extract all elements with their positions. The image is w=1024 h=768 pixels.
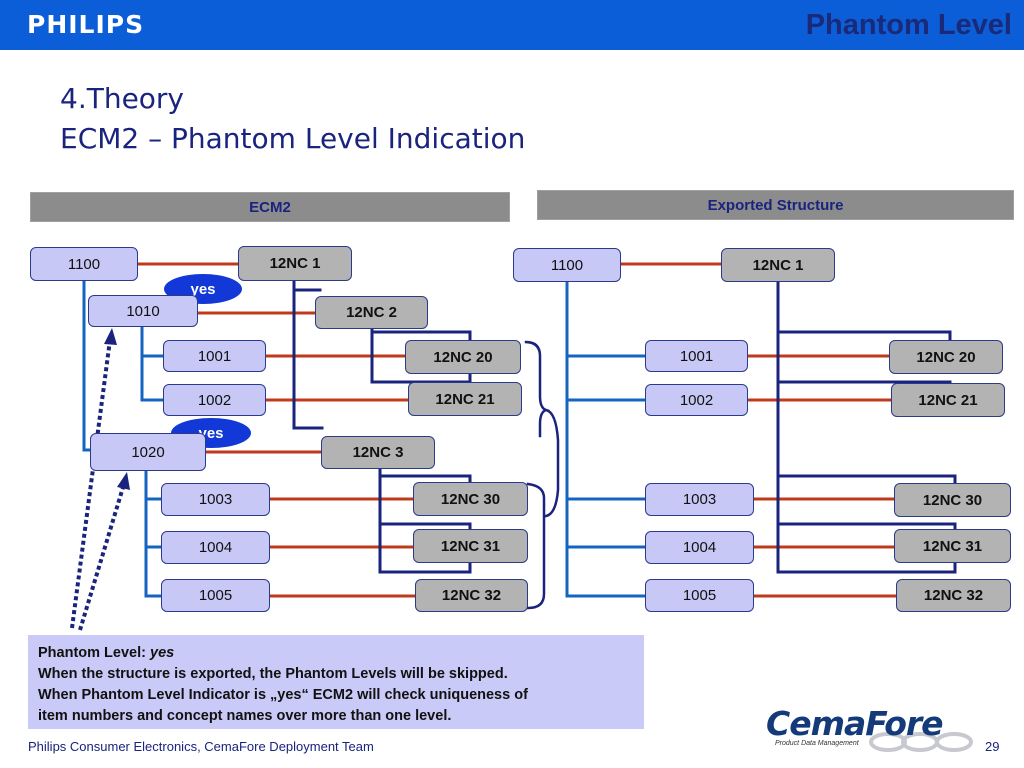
ecm2-nc-32: 12NC 32	[415, 579, 528, 612]
note-line-1: Phantom Level: yes	[38, 643, 634, 664]
philips-logo: PHILIPS	[27, 10, 145, 39]
section-title: Phantom Level	[805, 9, 1012, 41]
header-bar: PHILIPS Phantom Level	[0, 0, 1024, 50]
exported-item-tree-lines	[565, 278, 648, 598]
arrowhead-1010	[104, 328, 117, 345]
ecm2-item-1005: 1005	[161, 579, 270, 612]
ecm2-nc-30: 12NC 30	[413, 482, 528, 516]
ecm2-link-lines	[135, 262, 418, 598]
ecm2-nc-2: 12NC 2	[315, 296, 428, 329]
exported-item-1100: 1100	[513, 248, 621, 282]
note-line-2: When the structure is exported, the Phan…	[38, 666, 508, 682]
exported-item-1003: 1003	[645, 483, 754, 516]
ecm2-nc-3: 12NC 3	[321, 436, 435, 469]
ecm2-header: ECM2	[30, 192, 510, 222]
note-label: Phantom Level:	[38, 645, 146, 661]
cemafore-logo: CemaFore	[766, 704, 944, 743]
slide-title-line1: 4.Theory	[60, 82, 185, 115]
note-line-3: When Phantom Level Indicator is „yes“ EC…	[38, 687, 528, 703]
exported-nc-30: 12NC 30	[894, 483, 1011, 517]
exported-item-1002: 1002	[645, 384, 748, 416]
ecm2-item-1010: 1010	[88, 295, 198, 327]
exported-item-1005: 1005	[645, 579, 754, 612]
exported-structure-header: Exported Structure	[537, 190, 1014, 220]
exported-nc-21: 12NC 21	[891, 383, 1005, 417]
ecm2-nc-20: 12NC 20	[405, 340, 521, 374]
phantom-arrows	[70, 339, 126, 631]
phantom-level-note: Phantom Level: yes When the structure is…	[28, 635, 644, 729]
exported-item-1004: 1004	[645, 531, 754, 564]
exported-nc-32: 12NC 32	[896, 579, 1011, 612]
cemafore-tagline: Product Data Management	[775, 740, 859, 747]
ecm2-item-1003: 1003	[161, 483, 270, 516]
exported-nc-31: 12NC 31	[894, 529, 1011, 563]
ecm2-item-1002: 1002	[163, 384, 266, 416]
ecm2-item-1020: 1020	[90, 433, 206, 471]
ecm2-nc-31: 12NC 31	[413, 529, 528, 563]
footer-team: Philips Consumer Electronics, CemaFore D…	[28, 739, 374, 754]
note-value: yes	[150, 645, 175, 661]
cemafore-logo-rings	[869, 732, 973, 752]
note-line-4: item numbers and concept names over more…	[38, 708, 452, 724]
phantom-brace-lines	[524, 340, 560, 610]
arrowhead-1020	[117, 472, 130, 490]
ecm2-item-1004: 1004	[161, 531, 270, 564]
exported-nc-1: 12NC 1	[721, 248, 835, 282]
ecm2-nc-21: 12NC 21	[408, 382, 522, 416]
ecm2-item-1100: 1100	[30, 247, 138, 281]
page-number: 29	[985, 739, 1000, 754]
slide-title-line2: ECM2 – Phantom Level Indication	[60, 122, 526, 155]
exported-item-1001: 1001	[645, 340, 748, 372]
ecm2-item-1001: 1001	[163, 340, 266, 372]
ecm2-nc-1: 12NC 1	[238, 246, 352, 281]
exported-nc-20: 12NC 20	[889, 340, 1003, 374]
